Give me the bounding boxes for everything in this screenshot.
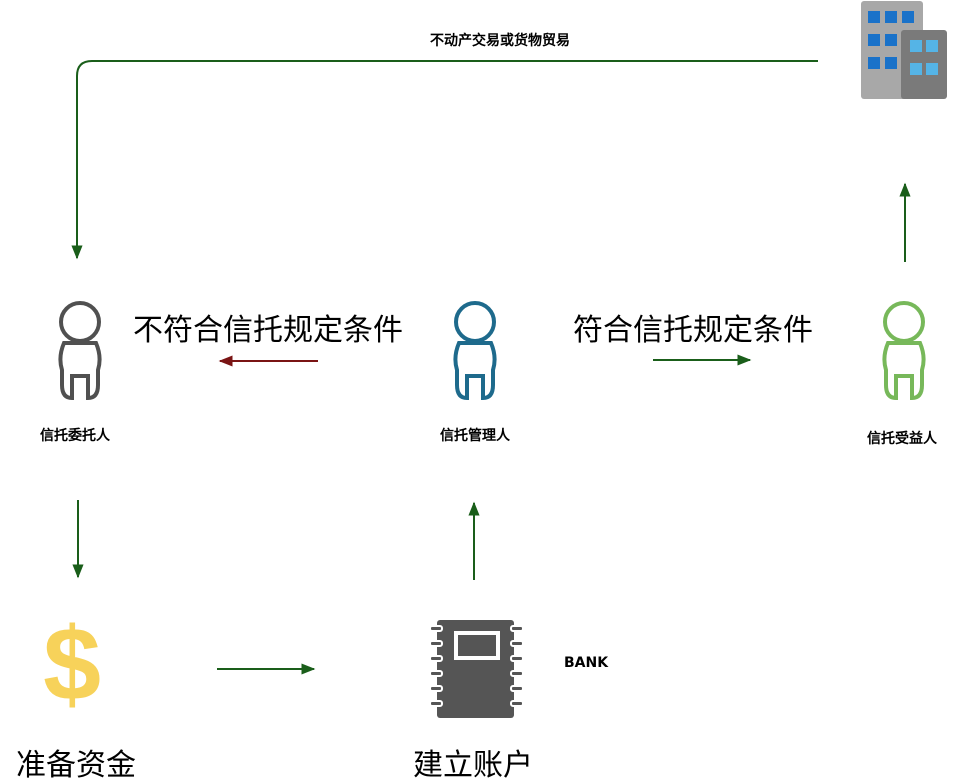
bank-tag: BANK	[564, 655, 609, 671]
trustee-person-icon	[453, 301, 497, 401]
settlor-label: 信托委托人	[40, 428, 110, 444]
account-label: 建立账户	[413, 748, 533, 783]
funds-label: 准备资金	[16, 748, 136, 783]
trade-connector	[71, 60, 818, 260]
meet-edge-label: 符合信托规定条件	[573, 313, 813, 348]
settlor-person-icon	[58, 301, 102, 401]
dollar-sign-icon: $	[43, 607, 101, 723]
not-meet-edge-label: 不符合信托规定条件	[133, 313, 403, 348]
beneficiary-label: 信托受益人	[867, 431, 937, 447]
notebook-icon	[429, 620, 524, 718]
office-building-icon	[861, 1, 947, 99]
beneficiary-person-icon	[882, 301, 926, 401]
trustee-label: 信托管理人	[440, 428, 510, 444]
trade-edge-label: 不动产交易或货物贸易	[430, 33, 570, 49]
